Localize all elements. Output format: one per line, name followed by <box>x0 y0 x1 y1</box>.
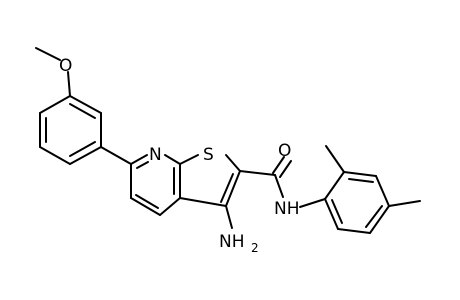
bond-py-c6-n-inner <box>136 161 149 169</box>
bond-th-s-c2 <box>225 154 241 172</box>
bond-ph-inner2 <box>69 141 96 157</box>
atom-label-methoxy-o: O <box>59 56 72 76</box>
atom-label-amino-subscript: 2 <box>251 241 259 255</box>
atom-label-amino-n: NH <box>219 232 245 252</box>
bond-ph-py <box>100 146 132 165</box>
bond-methyl-para <box>388 200 421 207</box>
bond-c3-nh2 <box>225 205 233 229</box>
atom-label-amide-nh: NH <box>274 199 300 219</box>
bond-ph-inner1 <box>69 103 96 119</box>
bond-dm5 <box>337 228 371 234</box>
bond-dm3 <box>375 175 390 207</box>
bond-ph4 <box>39 146 71 165</box>
bond-o-aryl <box>67 71 71 97</box>
atom-label-thiophene-s: S <box>203 145 214 165</box>
bond-dm4 <box>369 205 390 234</box>
bond-py-c4-c5 <box>130 197 161 216</box>
bond-dm-inner1 <box>348 178 374 183</box>
bond-th-c3-c3a <box>179 197 227 207</box>
bond-th-c2-c3-inner <box>220 173 234 203</box>
bond-methyl-o <box>35 47 61 61</box>
bond-dm1 <box>324 171 345 200</box>
bond-th-c2-c3 <box>225 170 241 207</box>
bond-nh-aryl <box>299 198 326 208</box>
bond-py-c3a-c4 <box>159 197 181 216</box>
bond-ph3 <box>69 146 102 165</box>
bond-dm-inner3 <box>331 199 343 224</box>
bond-py-n-c7a <box>164 154 181 165</box>
bond-co-double-a <box>272 156 285 174</box>
bond-dm6 <box>324 198 339 230</box>
bond-dm-inner2 <box>365 205 383 228</box>
bond-carbonyl-nh <box>274 174 284 198</box>
atom-label-carbonyl-o: O <box>278 141 291 161</box>
bond-c2-carbonyl <box>239 170 276 176</box>
bond-py-c6-n <box>130 154 148 165</box>
bond-th-c7a-s <box>179 154 199 165</box>
bond-co-double-b <box>279 160 292 178</box>
bond-ph6 <box>39 95 71 114</box>
bond-dm2 <box>343 171 377 177</box>
bond-ph1 <box>69 95 102 114</box>
atom-label-pyridine-n: N <box>149 145 162 165</box>
bond-py-c4-c5-inner <box>135 194 159 209</box>
bond-methyl-ortho <box>325 145 345 173</box>
